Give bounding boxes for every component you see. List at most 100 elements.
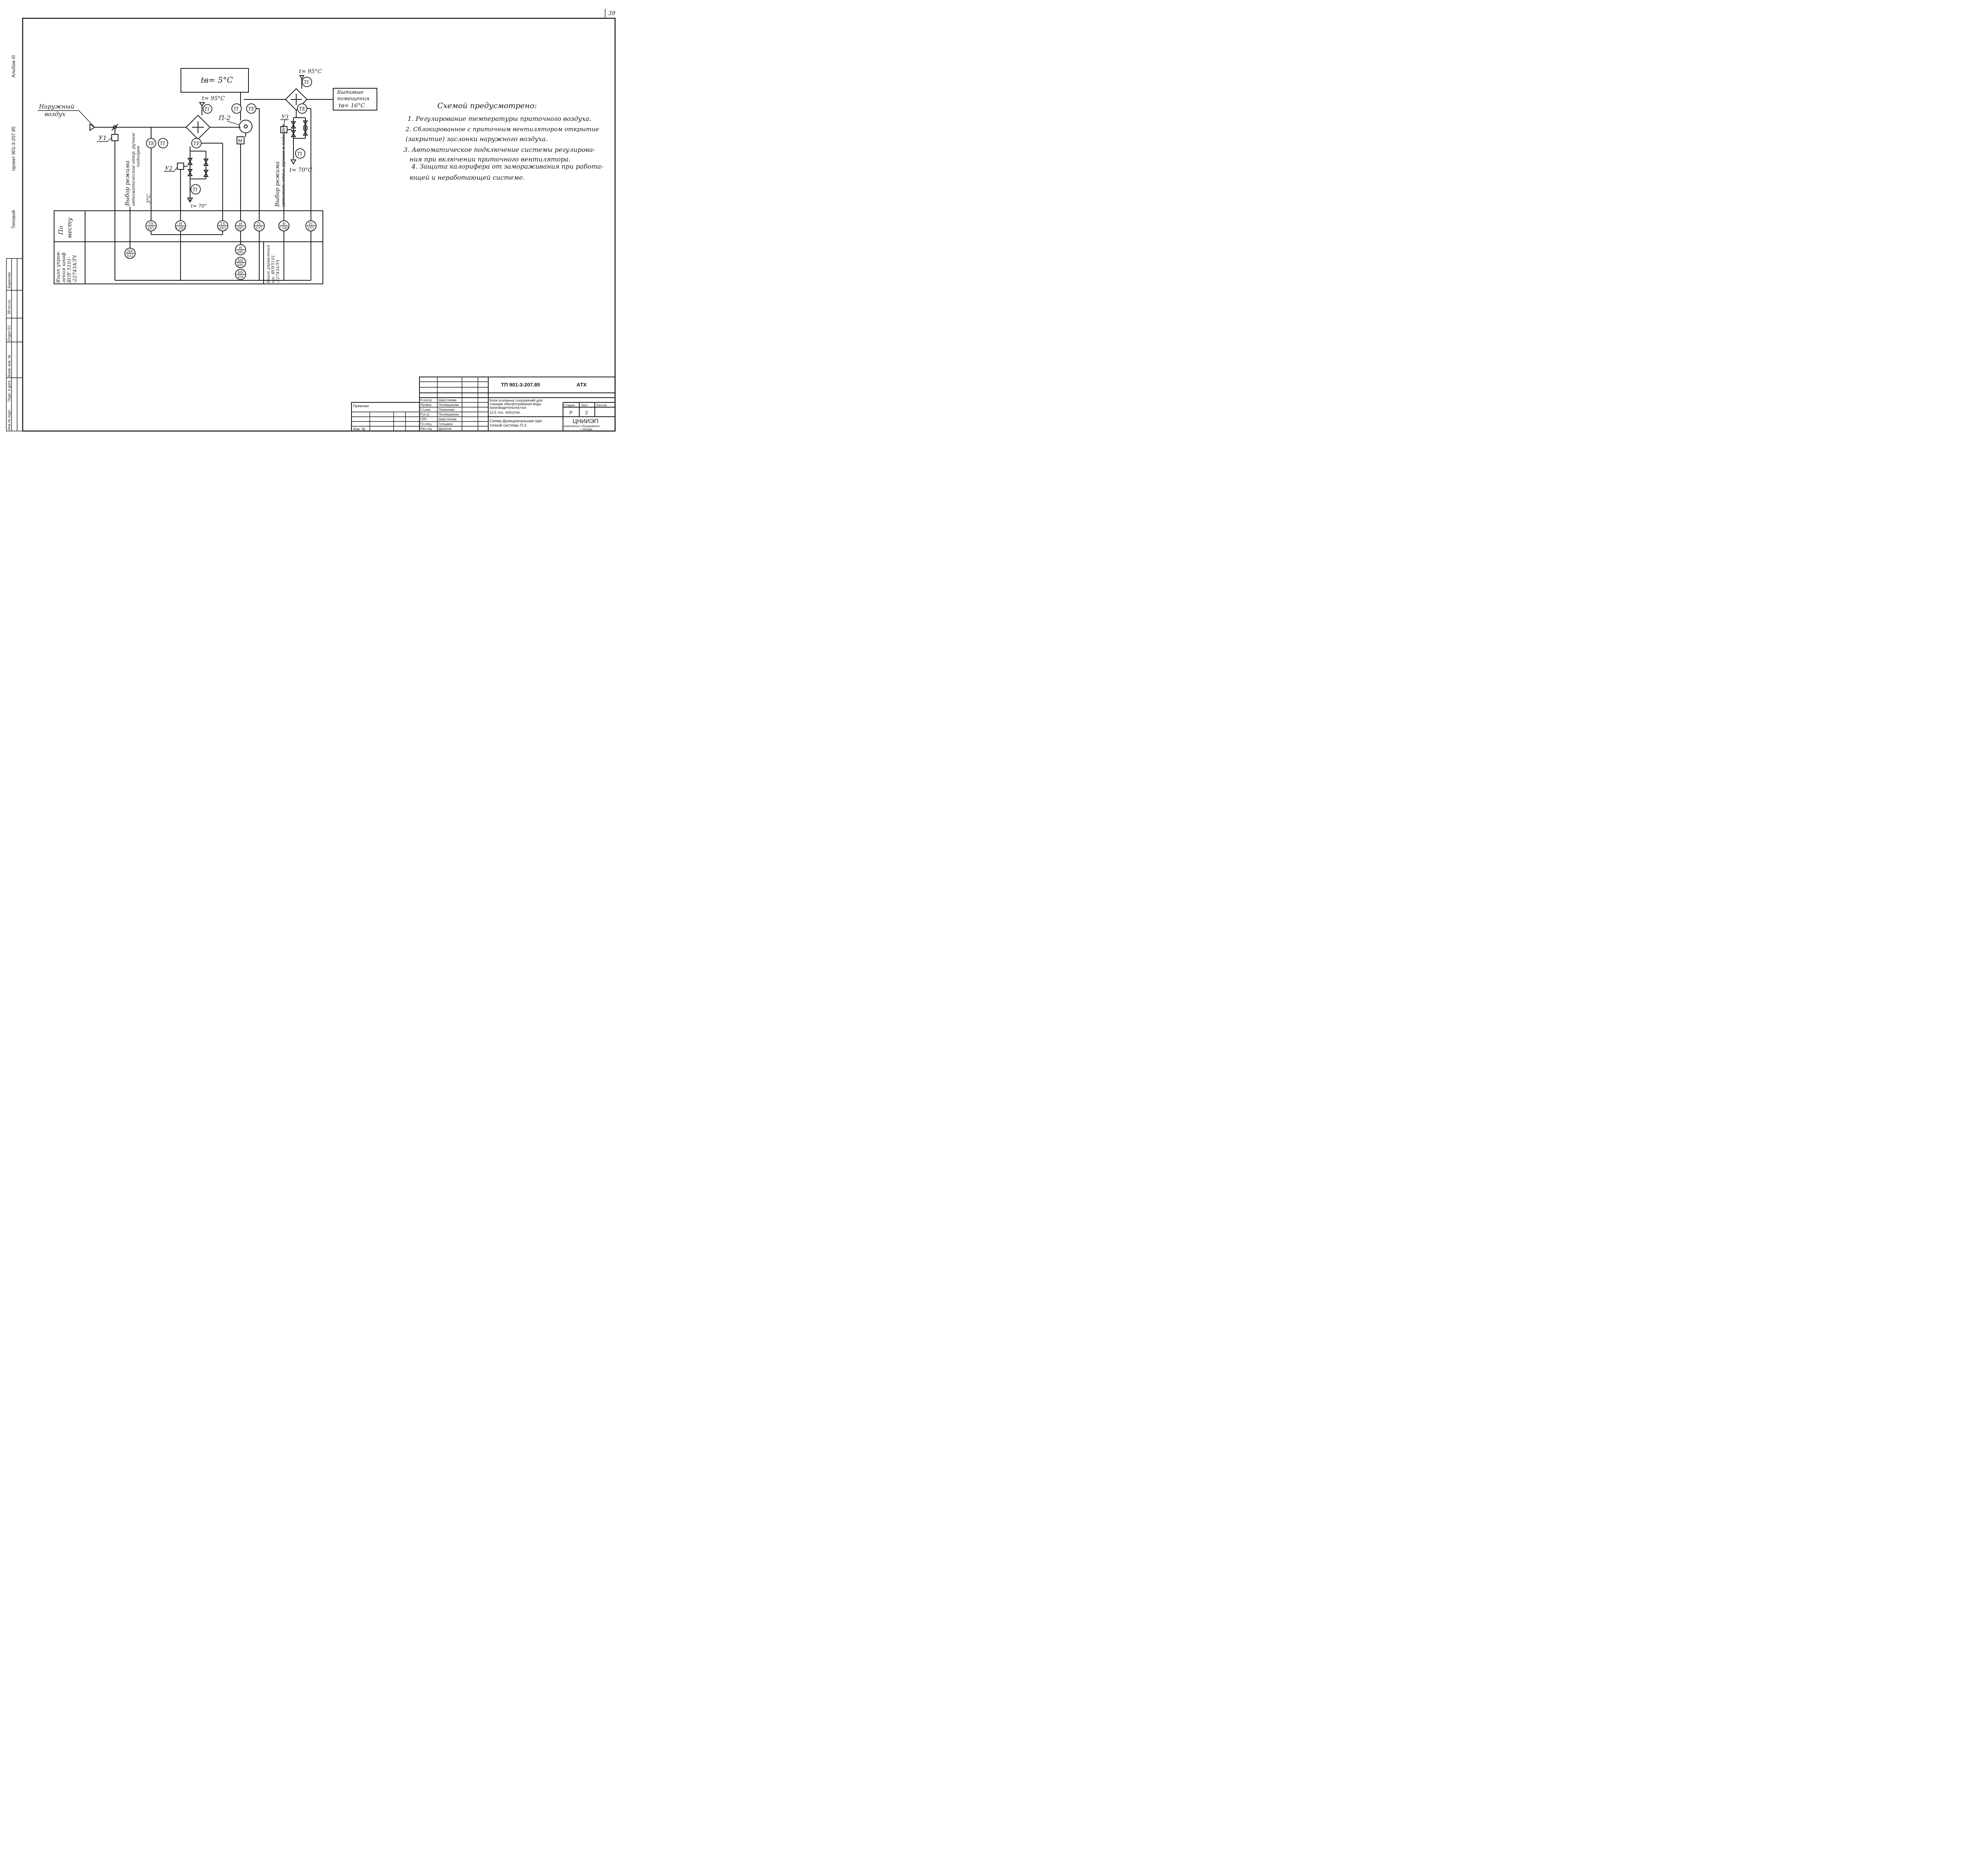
page-number: 39 xyxy=(608,10,615,17)
stamp-role-1: Н.контр. xyxy=(420,398,433,402)
panel-instrument-2-bot: SB1 xyxy=(237,251,244,254)
note-line-6: 4. Защита калорифера от замораживания пр… xyxy=(411,163,603,170)
stamp-name-7: Данилов xyxy=(439,427,451,431)
local-instrument-2: H1.SB2 xyxy=(175,220,186,231)
ti-1: TI xyxy=(204,107,210,112)
stamp-sheet-title-2: точной системы П-2. xyxy=(489,423,528,428)
tag-y1: У1 xyxy=(99,134,107,142)
stamp-roles: Н.контр.ШерстяковаПровер.ПолевщиковаСт.и… xyxy=(420,398,459,431)
panel-row2-l2: ления шкаф xyxy=(61,252,66,283)
left-stamp-inv: Инв.№ подл. xyxy=(7,409,11,430)
supply-fan xyxy=(239,120,252,133)
panel-instrument-3-top: HS xyxy=(237,259,243,263)
stamp-section: АТХ xyxy=(577,382,587,388)
stamp-sheets-label: Листов xyxy=(596,404,607,407)
stamp-role-5: ГИП xyxy=(420,418,427,421)
outdoor-air-line2: воздух xyxy=(45,111,66,118)
stamp-object-4: 12,5 тыс. м3/сутки. xyxy=(489,410,520,414)
field-instruments: TI TI TE TE TI TE TI TI TE TI xyxy=(146,77,312,223)
stamp-name-4: Полевщикова xyxy=(439,413,459,416)
side-label-album: Альбом III xyxy=(11,55,16,78)
local-instrument-3-bot: SK2 xyxy=(219,227,226,230)
ti-supply2: TI xyxy=(304,80,309,85)
stamp-sheet-title-1: Схема функциональная при- xyxy=(489,419,543,423)
stamp-name-2: Полевщикова xyxy=(439,403,459,407)
domestic-room-line2: помещения xyxy=(337,96,369,102)
note-line-5: ния при включении приточного вентилятора… xyxy=(410,155,571,163)
tag-fan: П-2 xyxy=(218,114,231,122)
side-label-typical: Типовой xyxy=(11,210,16,229)
stamp-role-4: Рук.гр. xyxy=(420,413,430,416)
cold-room-temp: tв= 5°C xyxy=(201,75,233,85)
ti-return2: TI xyxy=(297,151,302,157)
panel-instrument-3-bot: SB1 xyxy=(237,263,244,267)
ti-return1: TI xyxy=(192,187,198,192)
notes-title: Схемой предусмотрено: xyxy=(437,101,537,110)
local-instrument-1-bot: SK1 xyxy=(148,227,155,230)
left-stamp-name: Барисова xyxy=(7,272,11,288)
return2-temp: t= 70°C xyxy=(289,167,313,173)
air-intake-arrow xyxy=(89,123,95,131)
ti-fan: TI xyxy=(233,106,239,112)
stamp-inv: Инв. № xyxy=(353,427,365,431)
local-instrument-6: H2.SB2 xyxy=(278,220,289,231)
stamp-role-6: Гл.спец. xyxy=(420,422,432,426)
mode1-sub: автоматическое откр. ручное xyxy=(131,132,136,206)
local-instrument-2-top: H xyxy=(179,222,182,226)
stamp-org: ЦНИИЭП xyxy=(573,418,598,425)
panel-instrument-2-top: H xyxy=(239,246,242,250)
outdoor-air-line1: Наружный xyxy=(39,103,74,110)
left-stamp-exec: Исполн. xyxy=(8,299,12,315)
left-stamp-dept: Отдел ЕС xyxy=(7,324,11,341)
panel-row1-l1: По xyxy=(57,226,64,235)
left-stamp: Инв.№ подл. Подп. и дата Взам. инв. № От… xyxy=(6,258,23,431)
left-stamp-vzam: Взам. инв. № xyxy=(7,355,11,377)
functional-diagram-sheet: 39 Альбом III проект 901-3-207.85 Типово… xyxy=(6,9,616,432)
mode2-title: Выбор режима xyxy=(274,161,281,207)
sheet-frame xyxy=(22,17,616,432)
panel-instrument-1-top: HS xyxy=(127,250,133,254)
local-instrument-5-bot: VT1 xyxy=(256,227,262,230)
stamp-city: г. Москва xyxy=(580,428,592,431)
stamp-object-3: производительностью xyxy=(489,406,526,410)
panel-instrument-4-top: HS xyxy=(237,271,243,275)
local-instrument-3-top: TS xyxy=(220,222,225,226)
stamp-sheet: 2 xyxy=(585,410,588,416)
stamp-object-2: станции обесфторивания воды xyxy=(489,402,541,406)
panel-row2-l3: ЯОУ 5101- xyxy=(66,256,72,284)
panel-row1-l2: месту xyxy=(66,218,73,239)
local-instrument-4-bot: SB2 xyxy=(237,227,244,230)
stamp-role-3: Ст.инж. xyxy=(420,408,431,412)
panel-mid-l3: -2274ЗАЛЧ xyxy=(276,260,280,283)
te-heater1: TE xyxy=(193,141,200,146)
stamp-name-3: Ломазкова xyxy=(439,408,454,412)
actuator-y2 xyxy=(177,163,184,170)
note-line-7: ющей и неработающей системе. xyxy=(410,174,525,181)
te-intake: TE xyxy=(148,141,155,146)
side-label-project: проект 901-3-207.85 xyxy=(11,126,16,171)
local-instrument-4-top: H xyxy=(239,222,242,226)
title-block xyxy=(351,377,615,431)
te-heater2: TE xyxy=(299,106,306,112)
ti-intake: TI xyxy=(160,141,165,146)
note-line-3: (закрытие) заслонки наружного воздуха. xyxy=(406,135,548,143)
panel-instrument-4-bot: KM xyxy=(237,275,244,279)
stamp-role-2: Провер. xyxy=(420,403,432,407)
stamp-privyazan: Привязан xyxy=(353,404,369,408)
panel-row2-l4: -2274ЗАЛЧ xyxy=(72,255,78,283)
panel-row2-l1: Ящик управ- xyxy=(55,251,61,284)
te-fan: TE xyxy=(248,106,255,112)
tag-y3: У3 xyxy=(282,114,289,120)
stamp-name-1: Шерстякова xyxy=(439,398,456,402)
